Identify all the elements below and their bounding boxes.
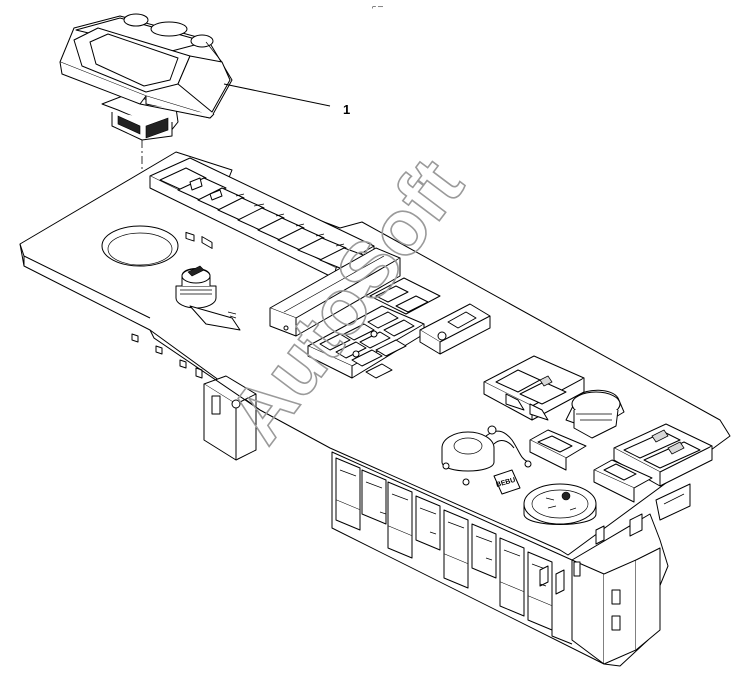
upper-switch-row	[159, 167, 367, 269]
rotary-knob	[175, 265, 241, 331]
top-mark: ⌐ ─	[372, 4, 383, 11]
middle-switch-cluster	[307, 277, 491, 379]
right-switch-module-lower	[593, 423, 713, 503]
round-connector	[441, 425, 532, 486]
display-module	[59, 13, 233, 141]
right-rocker-pair-upper	[483, 355, 585, 421]
callout-number-1: 1	[343, 102, 350, 117]
ignition-dial	[523, 483, 597, 525]
panel-label-plate: BEBU	[493, 469, 521, 495]
socket-cap	[565, 389, 625, 439]
relay-box	[331, 451, 691, 667]
callout-leader-1	[223, 83, 331, 107]
dashboard-console: BEBU	[19, 151, 731, 667]
left-bracket	[203, 375, 257, 461]
